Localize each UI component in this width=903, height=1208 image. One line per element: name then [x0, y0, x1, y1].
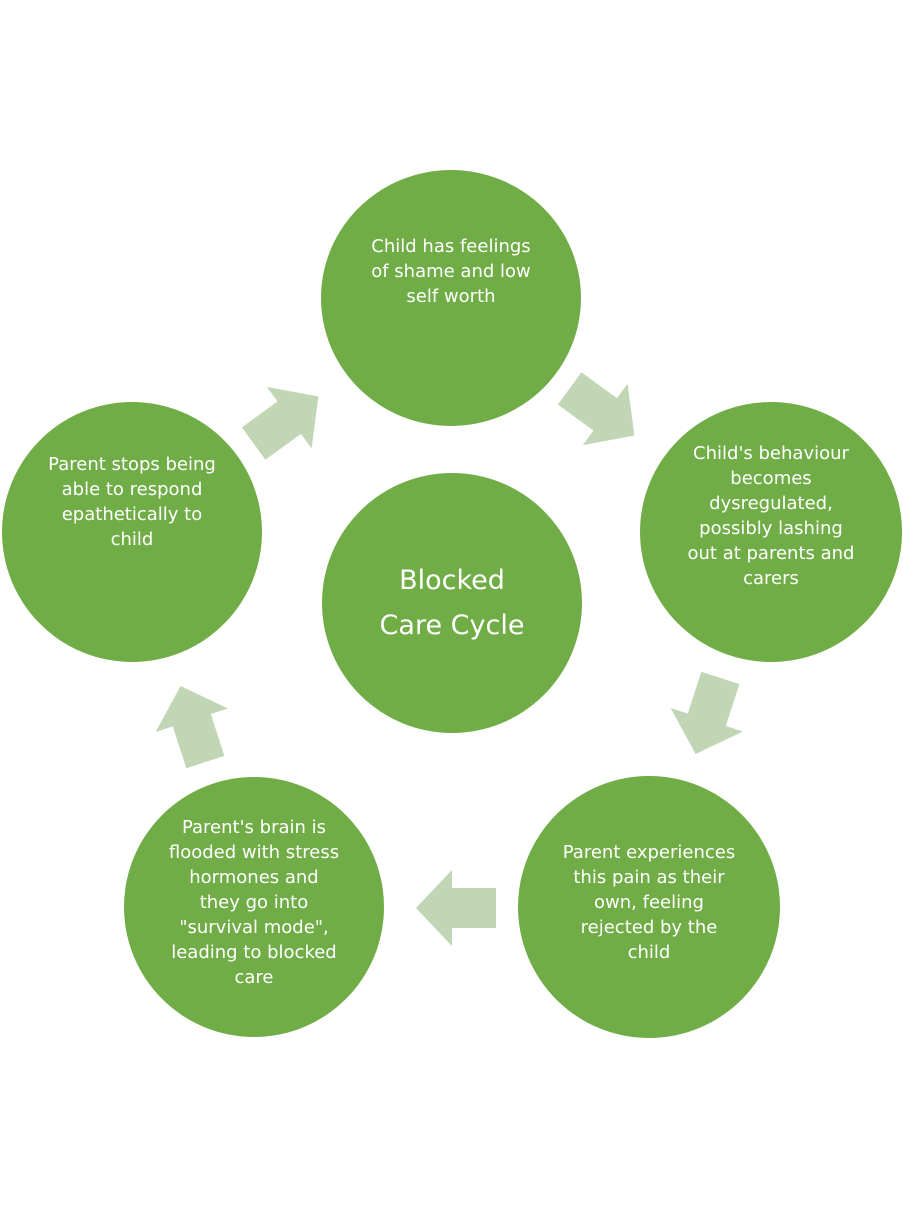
- arrow-down-right-icon: [557, 372, 635, 446]
- cycle-node-stress: Parent's brain is flooded with stress ho…: [124, 777, 384, 1037]
- cycle-node-label: Parent stops being able to respond epath…: [48, 454, 216, 550]
- arrow-left-icon: [416, 870, 496, 946]
- cycle-node-label: Parent's brain is flooded with stress ho…: [168, 816, 340, 988]
- cycle-node-pain: Parent experiences this pain as their ow…: [518, 776, 780, 1038]
- center-label: Blocked Care Cycle: [379, 565, 525, 641]
- cycle-node-shame: Child has feelings of shame and low self…: [321, 170, 581, 426]
- cycle-node-behaviour: Child's behaviour becomes dysregulated, …: [640, 402, 902, 662]
- cycle-node-label: Child's behaviour becomes dysregulated, …: [687, 443, 855, 589]
- cycle-arrow-2: [668, 671, 748, 756]
- cycle-arrow-5: [241, 380, 326, 460]
- cycle-arrow-4: [153, 684, 233, 769]
- cycle-arrow-1: [557, 372, 642, 452]
- cycle-node-label: Child has feelings of shame and low self…: [371, 235, 531, 307]
- arrow-up-icon: [155, 685, 228, 769]
- cycle-node-label: Parent experiences this pain as their ow…: [562, 841, 736, 963]
- cycle-arrow-3: [416, 868, 496, 948]
- cycle-node-respond: Parent stops being able to respond epath…: [2, 402, 262, 662]
- center-circle: Blocked Care Cycle: [322, 473, 582, 733]
- arrow-down-icon: [670, 671, 743, 755]
- arrow-up-right-icon: [241, 386, 319, 460]
